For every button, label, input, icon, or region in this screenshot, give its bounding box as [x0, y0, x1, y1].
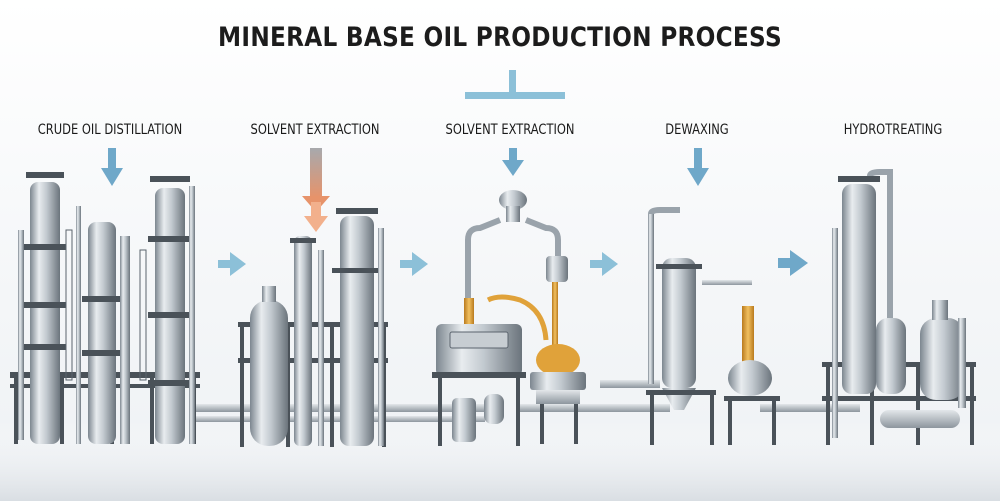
extraction-unit-2 — [432, 190, 586, 446]
right-arrow-icon — [590, 252, 618, 276]
right-arrow-icon — [400, 252, 428, 276]
hydrotreating-unit — [822, 169, 976, 445]
right-arrow-icon — [218, 252, 246, 276]
page-title: MINERAL BASE OIL PRODUCTION PROCESS — [218, 22, 782, 53]
stage-label-crude-oil-distillation: CRUDE OIL DISTILLATION — [37, 122, 183, 138]
stage-label-solvent-extraction: SOLVENT EXTRACTION — [250, 122, 380, 138]
t-connector-icon — [465, 70, 565, 99]
down-arrow-icon — [502, 148, 524, 176]
stage-label-hydrotreating: HYDROTREATING — [843, 122, 943, 138]
distillation-unit — [10, 172, 200, 444]
extraction-unit-1 — [238, 208, 388, 447]
down-arrow-icon — [101, 148, 123, 186]
stage-label-solvent-extraction-2: SOLVENT EXTRACTION — [445, 122, 575, 138]
down-arrow-icon — [687, 148, 709, 186]
down-arrow-icon — [302, 148, 330, 232]
dewaxing-unit — [646, 207, 780, 445]
right-arrow-icon — [778, 250, 808, 276]
stage-label-dewaxing: DEWAXING — [665, 122, 729, 138]
